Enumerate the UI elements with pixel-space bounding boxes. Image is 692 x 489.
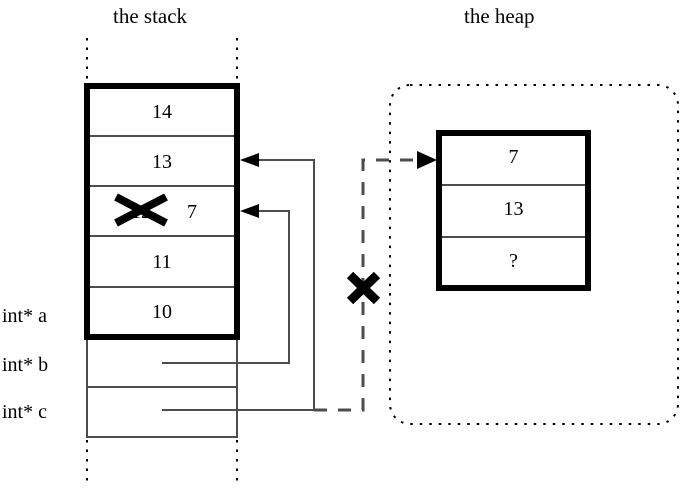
strike-out-12-icon xyxy=(114,193,168,227)
heap-arrowhead xyxy=(417,151,437,169)
heap-cell-value-1: 13 xyxy=(503,198,524,220)
pointer-b-arrowhead xyxy=(240,204,259,218)
stack-cell-value-4: 10 xyxy=(152,301,172,323)
heap-region-outline xyxy=(389,84,679,425)
stack-cell-value-2-old: 12 xyxy=(131,201,151,223)
pointer-label-a: int* a xyxy=(2,305,47,327)
heap-cell-value-2: ? xyxy=(509,250,518,272)
stack-frame-box xyxy=(84,83,240,340)
broken-link-x-icon xyxy=(346,271,381,305)
pointer-label-c: int* c xyxy=(2,401,47,423)
pointer-label-b: int* b xyxy=(2,354,49,376)
stack-title: the stack xyxy=(113,4,188,28)
stack-cell-value-0: 14 xyxy=(152,101,172,123)
stack-cell-value-2-new: 7 xyxy=(187,201,197,223)
pointer-c-stack-arrowhead xyxy=(240,153,259,167)
stack-cell-value-1: 13 xyxy=(152,151,172,173)
pointer-b-connector xyxy=(162,204,290,364)
heap-title: the heap xyxy=(464,4,535,28)
stack-cell-value-3: 11 xyxy=(152,251,172,273)
heap-block-box xyxy=(436,130,591,291)
heap-cell-value-0: 7 xyxy=(508,146,519,168)
pointer-c-stack-connector xyxy=(162,153,315,411)
